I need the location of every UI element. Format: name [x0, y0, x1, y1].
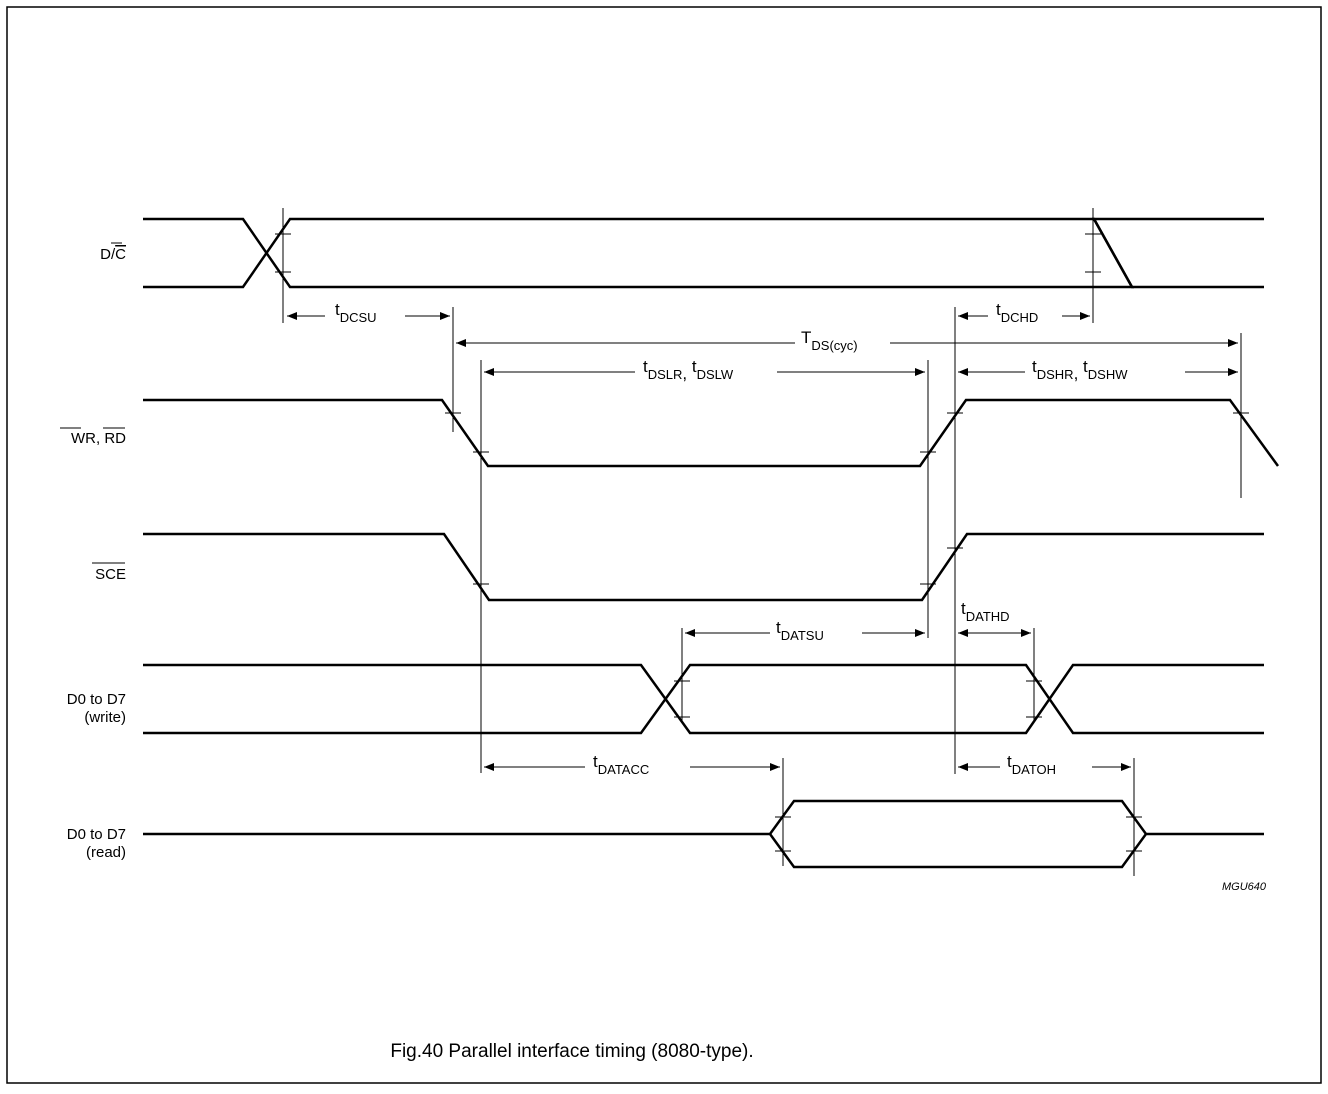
dc-signal-label: D/C	[100, 246, 126, 263]
wr-rd-signal-label: WR, RD	[71, 430, 126, 447]
dc-waveform-low	[143, 217, 1264, 289]
figure-border	[6, 6, 1322, 1084]
sce-waveform	[143, 532, 1264, 602]
tdatsu-label: tDATSU	[776, 618, 824, 643]
data-read-label-line2: (read)	[86, 844, 126, 861]
wr-rd-waveform	[143, 398, 1280, 468]
tdcsu-label: tDCSU	[335, 300, 377, 325]
figure-code: MGU640	[1222, 881, 1267, 893]
tdathd-label: tDATHD	[961, 599, 1010, 624]
tdatoh-label: tDATOH	[1007, 752, 1056, 777]
tdscyc-label: TDS(cyc)	[801, 328, 858, 353]
tdchd-label: tDCHD	[996, 300, 1038, 325]
data-write-waveform-low	[143, 663, 1264, 735]
data-write-label-line2: (write)	[84, 709, 126, 726]
tdatacc-label: tDATACC	[593, 752, 649, 777]
tdsh-label: tDSHR, tDSHW	[1032, 357, 1128, 383]
data-write-label-line1: D0 to D7	[67, 691, 126, 708]
sce-signal-label: SCE	[95, 566, 126, 583]
dc-waveform-high	[143, 217, 1264, 289]
data-read-label-line1: D0 to D7	[67, 826, 126, 843]
tdsl-label: tDSLR, tDSLW	[643, 357, 734, 383]
data-write-waveform-high	[143, 663, 1264, 735]
figure-caption: Fig.40 Parallel interface timing (8080-t…	[390, 1041, 753, 1062]
data-read-waveform	[143, 799, 1264, 869]
